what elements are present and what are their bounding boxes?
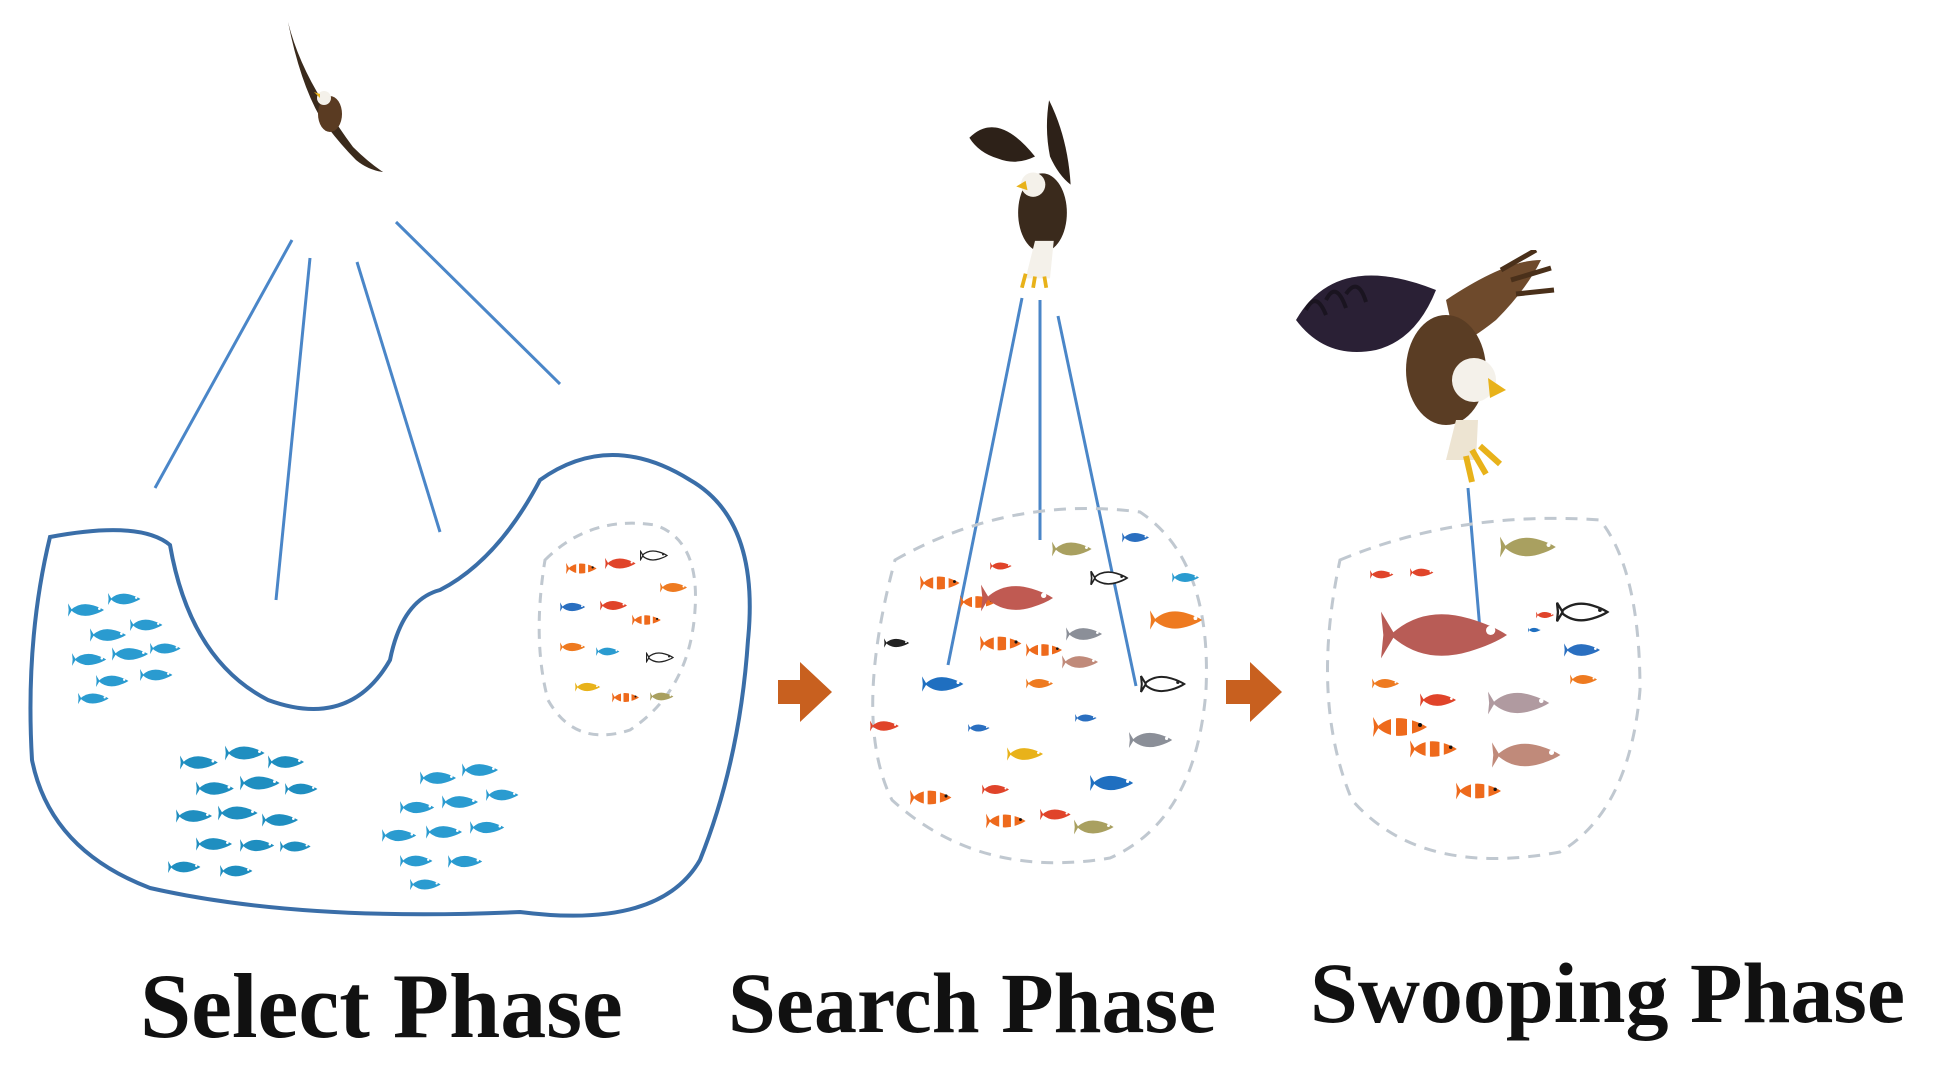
fish-school-2 <box>168 745 318 877</box>
search-phase <box>870 100 1208 865</box>
search-space-boundary <box>28 453 752 918</box>
select-phase-label: Select Phase <box>140 955 623 1057</box>
select-sight-lines <box>153 220 562 601</box>
select-phase <box>28 22 752 918</box>
fish-school-1 <box>68 593 181 705</box>
swoop-sight-line <box>1466 487 1482 631</box>
swooping-phase <box>1296 250 1642 860</box>
select-dashed-region <box>537 521 697 737</box>
swooping-phase-label: Swooping Phase <box>1310 945 1905 1041</box>
fish-mixed-group <box>560 549 687 703</box>
search-sight-lines <box>946 297 1138 687</box>
prey-fish-icon <box>1381 611 1507 659</box>
arrow-right-icon-2 <box>1226 662 1282 722</box>
search-phase-label: Search Phase <box>728 955 1217 1051</box>
fish-swoop-group <box>1370 536 1609 800</box>
eagle-diving-icon <box>967 100 1073 288</box>
swoop-dashed-region <box>1326 516 1642 860</box>
arrow-right-icon <box>778 662 832 722</box>
eagle-swooping-icon <box>1296 250 1554 482</box>
eagle-soaring-icon <box>288 22 383 172</box>
fish-search-group <box>870 532 1203 835</box>
fish-school-3 <box>382 763 519 891</box>
